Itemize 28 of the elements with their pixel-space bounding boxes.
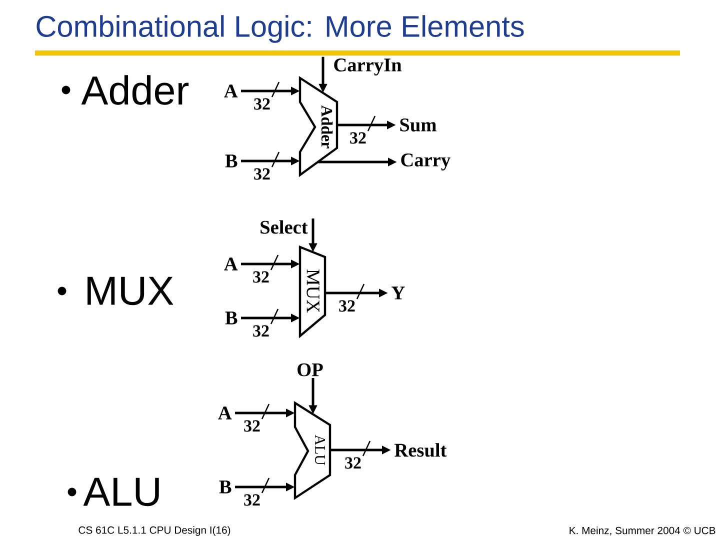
edge-label: 32 <box>349 132 367 144</box>
signal-label: OP <box>298 363 323 376</box>
list-item: Adder <box>81 75 189 105</box>
signal-label: Y <box>392 286 405 300</box>
signal-label: Carry <box>401 154 450 170</box>
list-item: MUX <box>88 276 174 306</box>
signal-label: B <box>225 312 238 324</box>
signal-label: A <box>224 84 238 98</box>
signal-label: A <box>218 406 232 420</box>
footer-text: CS 61C L5.1.1 CPU Design I(16) <box>78 526 230 536</box>
list-item: ALU <box>83 478 159 506</box>
title: Combinational Logic: More Elements <box>36 15 524 43</box>
edge-label: 32 <box>252 324 270 338</box>
edge-label: 32 <box>253 98 271 110</box>
edge-label: 32 <box>243 420 261 432</box>
signal-label: B <box>219 480 232 494</box>
signal-label: CarryIn <box>334 58 402 76</box>
signal-label: Sum <box>400 118 436 132</box>
edge-label: 32 <box>253 168 271 180</box>
signal-label: B <box>225 154 238 168</box>
signal-label: A <box>224 258 238 270</box>
edge-label: 32 <box>338 300 356 312</box>
edge-label: 32 <box>344 456 362 470</box>
footer-text: K. Meinz, Summer 2004 © UCB <box>570 526 716 536</box>
edge-label: 32 <box>243 494 261 506</box>
edge-label: 32 <box>252 270 270 284</box>
signal-label: Result <box>394 443 447 457</box>
signal-label: Select <box>260 220 308 234</box>
